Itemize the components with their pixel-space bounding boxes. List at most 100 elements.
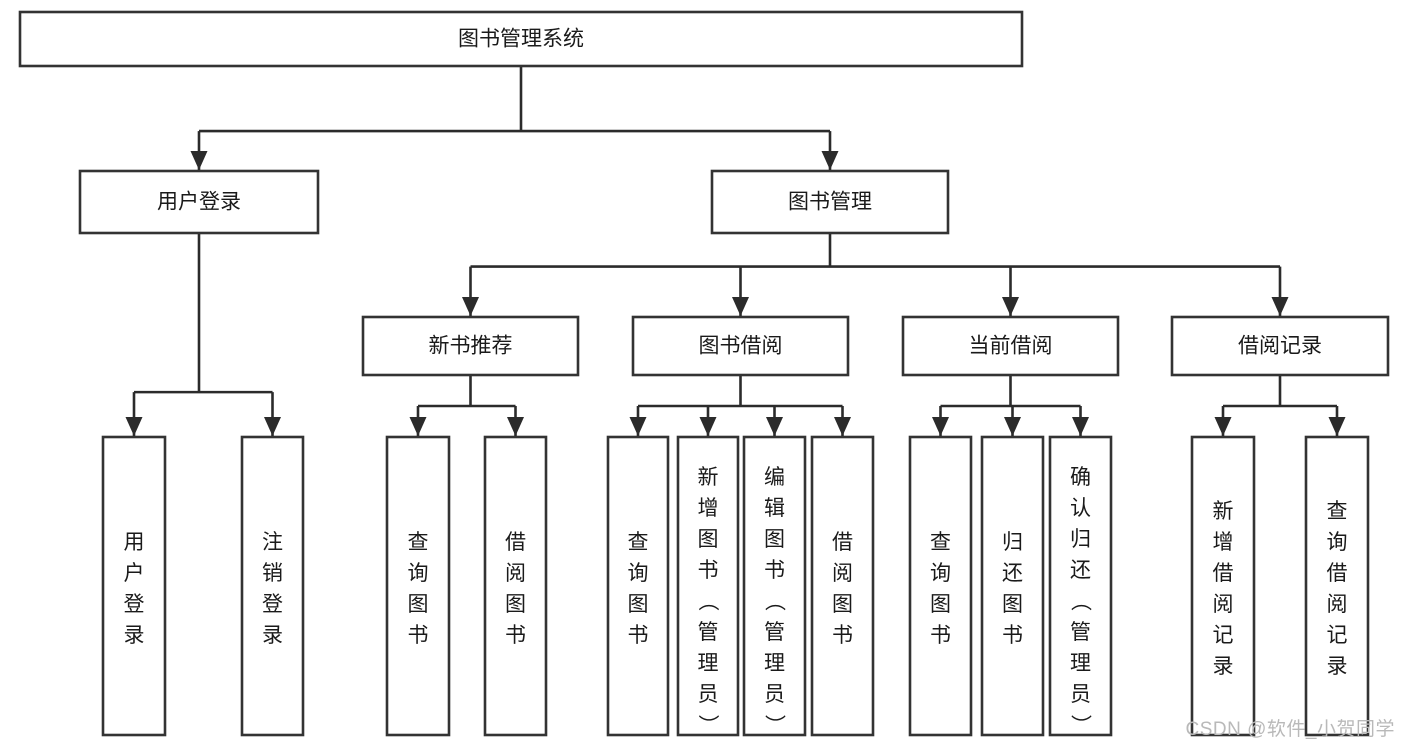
node-leaf-confirm-return-label-char: ） — [1069, 714, 1092, 735]
node-leaf-add-record-label-char: 录 — [1213, 655, 1234, 678]
node-leaf-add-record-label-char: 增 — [1213, 531, 1234, 554]
arrow-head-icon — [264, 417, 281, 436]
node-leaf-query-book-2-label-char: 询 — [628, 562, 649, 585]
node-leaf-borrow-book-1-box — [483, 435, 548, 737]
node-borrow-record-box — [1170, 315, 1390, 377]
node-leaf-borrow-book-1-label-char: 图 — [505, 593, 526, 616]
node-borrow-record[interactable]: 借阅记录 — [1170, 315, 1390, 377]
arrow-head-icon — [409, 417, 427, 436]
node-leaf-add-record-box — [1190, 435, 1256, 737]
node-leaf-user-login-label-char: 录 — [124, 624, 145, 647]
node-leaf-user-login-label-char: 户 — [124, 562, 145, 585]
node-leaf-add-book-label-char: 增 — [698, 497, 719, 520]
arrow-head-icon — [1271, 297, 1289, 316]
node-leaf-query-book-1-label-char: 查 — [408, 531, 429, 554]
node-leaf-query-record-box — [1304, 435, 1370, 737]
node-leaf-confirm-return-label-char: 理 — [1070, 652, 1091, 675]
node-root-system[interactable]: 图书管理系统 — [18, 10, 1024, 68]
node-root-system-label: 图书管理系统 — [458, 28, 584, 51]
node-leaf-query-book-2-box — [606, 435, 670, 737]
node-leaf-confirm-return-box — [1048, 435, 1113, 737]
node-leaf-borrow-book-2-box — [810, 435, 875, 737]
arrow-head-icon — [1214, 417, 1232, 436]
node-leaf-return-book-label-char: 图 — [1002, 593, 1023, 616]
node-boxes: 图书管理系统用户登录图书管理新书推荐图书借阅当前借阅借阅记录用户登录注销登录查询… — [18, 10, 1390, 737]
node-leaf-user-logout-box — [240, 435, 305, 737]
arrow-head-icon — [1328, 417, 1346, 436]
watermark-label: CSDN @软件_小贺同学 — [1185, 719, 1395, 740]
node-leaf-query-book-2-label-char: 书 — [628, 624, 649, 647]
node-book-borrow[interactable]: 图书借阅 — [631, 315, 850, 377]
node-leaf-borrow-book-2-label-char: 阅 — [832, 562, 853, 585]
node-leaf-add-book-label-char: 理 — [698, 652, 719, 675]
node-leaf-confirm-return-label-char: 还 — [1070, 559, 1091, 582]
arrow-head-icon — [462, 297, 479, 316]
node-leaf-add-book-label-char: 书 — [698, 559, 719, 582]
node-leaf-user-logout-label-char: 登 — [262, 593, 283, 616]
node-leaf-edit-book-label-char: （ — [763, 590, 786, 611]
node-leaf-borrow-book-1-label-char: 阅 — [505, 562, 526, 585]
arrow-head-icon — [932, 417, 949, 436]
node-leaf-add-book-label-char: 管 — [698, 621, 719, 644]
node-leaf-return-book-label-char: 归 — [1002, 531, 1023, 554]
node-leaf-user-logout-label-char: 销 — [262, 562, 283, 585]
node-leaf-edit-book-label-char: 员 — [764, 683, 785, 706]
node-leaf-user-login-box — [101, 435, 167, 737]
node-leaf-query-record-label-char: 录 — [1327, 655, 1348, 678]
node-leaf-add-book-box — [676, 435, 740, 737]
node-new-book-recommend[interactable]: 新书推荐 — [361, 315, 580, 377]
node-leaf-edit-book-label-char: 理 — [764, 652, 785, 675]
arrow-head-icon — [629, 417, 647, 436]
node-leaf-confirm-return-label-char: 确 — [1070, 466, 1091, 489]
arrow-head-icon — [732, 297, 749, 316]
node-leaf-borrow-book-1-label-char: 借 — [505, 531, 526, 554]
node-leaf-borrow-book-2-label-char: 图 — [832, 593, 853, 616]
node-user-login-box — [78, 169, 320, 235]
node-leaf-add-book-label-char: 员 — [698, 683, 719, 706]
node-book-management[interactable]: 图书管理 — [710, 169, 950, 235]
arrow-head-icon — [1072, 417, 1089, 436]
arrow-head-icon — [834, 417, 851, 436]
node-leaf-add-record-label-char: 新 — [1213, 500, 1234, 523]
node-leaf-user-login[interactable]: 用户登录 — [101, 435, 167, 737]
arrow-head-icon — [125, 417, 143, 436]
arrow-head-icon — [190, 151, 208, 170]
node-leaf-edit-book-box — [742, 435, 807, 737]
node-leaf-query-record-label-char: 记 — [1327, 624, 1348, 647]
node-leaf-query-book-1-label-char: 书 — [408, 624, 429, 647]
node-leaf-query-book-2-label-char: 图 — [628, 593, 649, 616]
node-leaf-query-record-label-char: 阅 — [1327, 593, 1348, 616]
node-leaf-add-record-label-char: 记 — [1213, 624, 1234, 647]
node-leaf-query-record-label-char: 借 — [1327, 562, 1348, 585]
node-leaf-add-book-label-char: （ — [696, 590, 719, 611]
node-root-system-box — [18, 10, 1024, 68]
node-leaf-query-book-3-box — [908, 435, 973, 737]
node-leaf-edit-book-label-char: 图 — [764, 528, 785, 551]
node-borrow-record-label: 借阅记录 — [1238, 335, 1322, 358]
node-new-book-recommend-box — [361, 315, 580, 377]
node-leaf-confirm-return-label-char: 认 — [1070, 497, 1091, 520]
node-leaf-return-book-box — [980, 435, 1045, 737]
node-leaf-edit-book-label-char: 书 — [764, 559, 785, 582]
node-leaf-query-book-3-label-char: 图 — [930, 593, 951, 616]
node-current-borrow[interactable]: 当前借阅 — [901, 315, 1120, 377]
node-leaf-confirm-return-label-char: （ — [1069, 590, 1092, 611]
node-leaf-edit-book-label-char: 编 — [764, 466, 785, 489]
node-leaf-edit-book-label-char: 辑 — [764, 497, 785, 520]
node-leaf-edit-book-label-char: ） — [763, 714, 786, 735]
node-user-login[interactable]: 用户登录 — [78, 169, 320, 235]
